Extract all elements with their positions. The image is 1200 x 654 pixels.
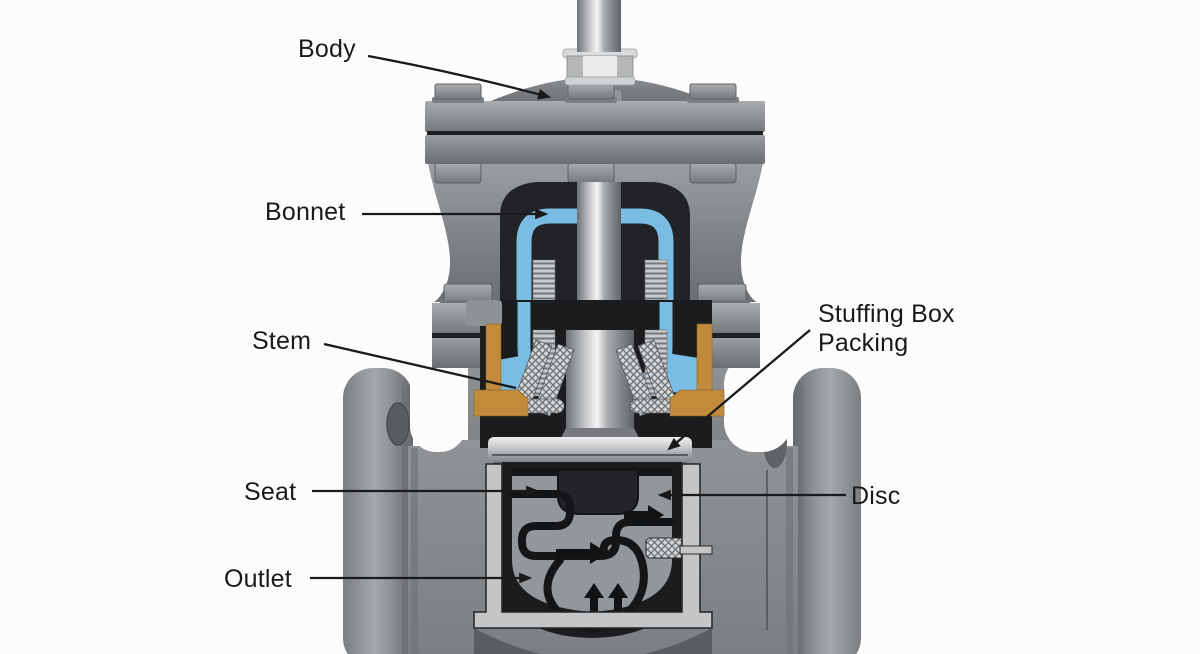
- label-body: Body: [298, 35, 356, 63]
- body-cutaway: [473, 462, 768, 654]
- gland-followers: [473, 323, 725, 417]
- disc-dome: [557, 469, 639, 515]
- pipe-flange-right: [793, 368, 861, 654]
- gap-right: [724, 354, 792, 452]
- top-flange-assembly: [425, 0, 765, 164]
- pipe-flange-left: [343, 368, 413, 654]
- leader-body: [367, 54, 552, 100]
- leader-stem: [323, 342, 517, 390]
- stem-top: [577, 0, 621, 52]
- label-stuffing-box-packing-line1: Stuffing Box: [818, 300, 955, 328]
- label-outlet: Outlet: [224, 565, 292, 593]
- label-bonnet: Bonnet: [265, 198, 346, 226]
- flow-arrows: [556, 505, 664, 616]
- stuffing-box: [466, 300, 725, 448]
- packing-nut: [562, 48, 638, 86]
- bolt-hole-left: [386, 402, 410, 446]
- label-stem: Stem: [252, 327, 312, 355]
- flow-bowl: [543, 535, 648, 632]
- label-stuffing-box-packing-line2: Packing: [818, 329, 909, 357]
- label-disc: Disc: [851, 482, 901, 510]
- label-seat: Seat: [244, 478, 297, 506]
- gap-left: [410, 354, 466, 452]
- label-stuffing-box-packing: Stuffing Box Packing: [818, 300, 955, 358]
- leader-lines: [310, 54, 846, 584]
- leader-stuffing-box-packing: [667, 329, 811, 451]
- cut-face-frame: [473, 463, 713, 629]
- flange-bolts: [432, 83, 739, 103]
